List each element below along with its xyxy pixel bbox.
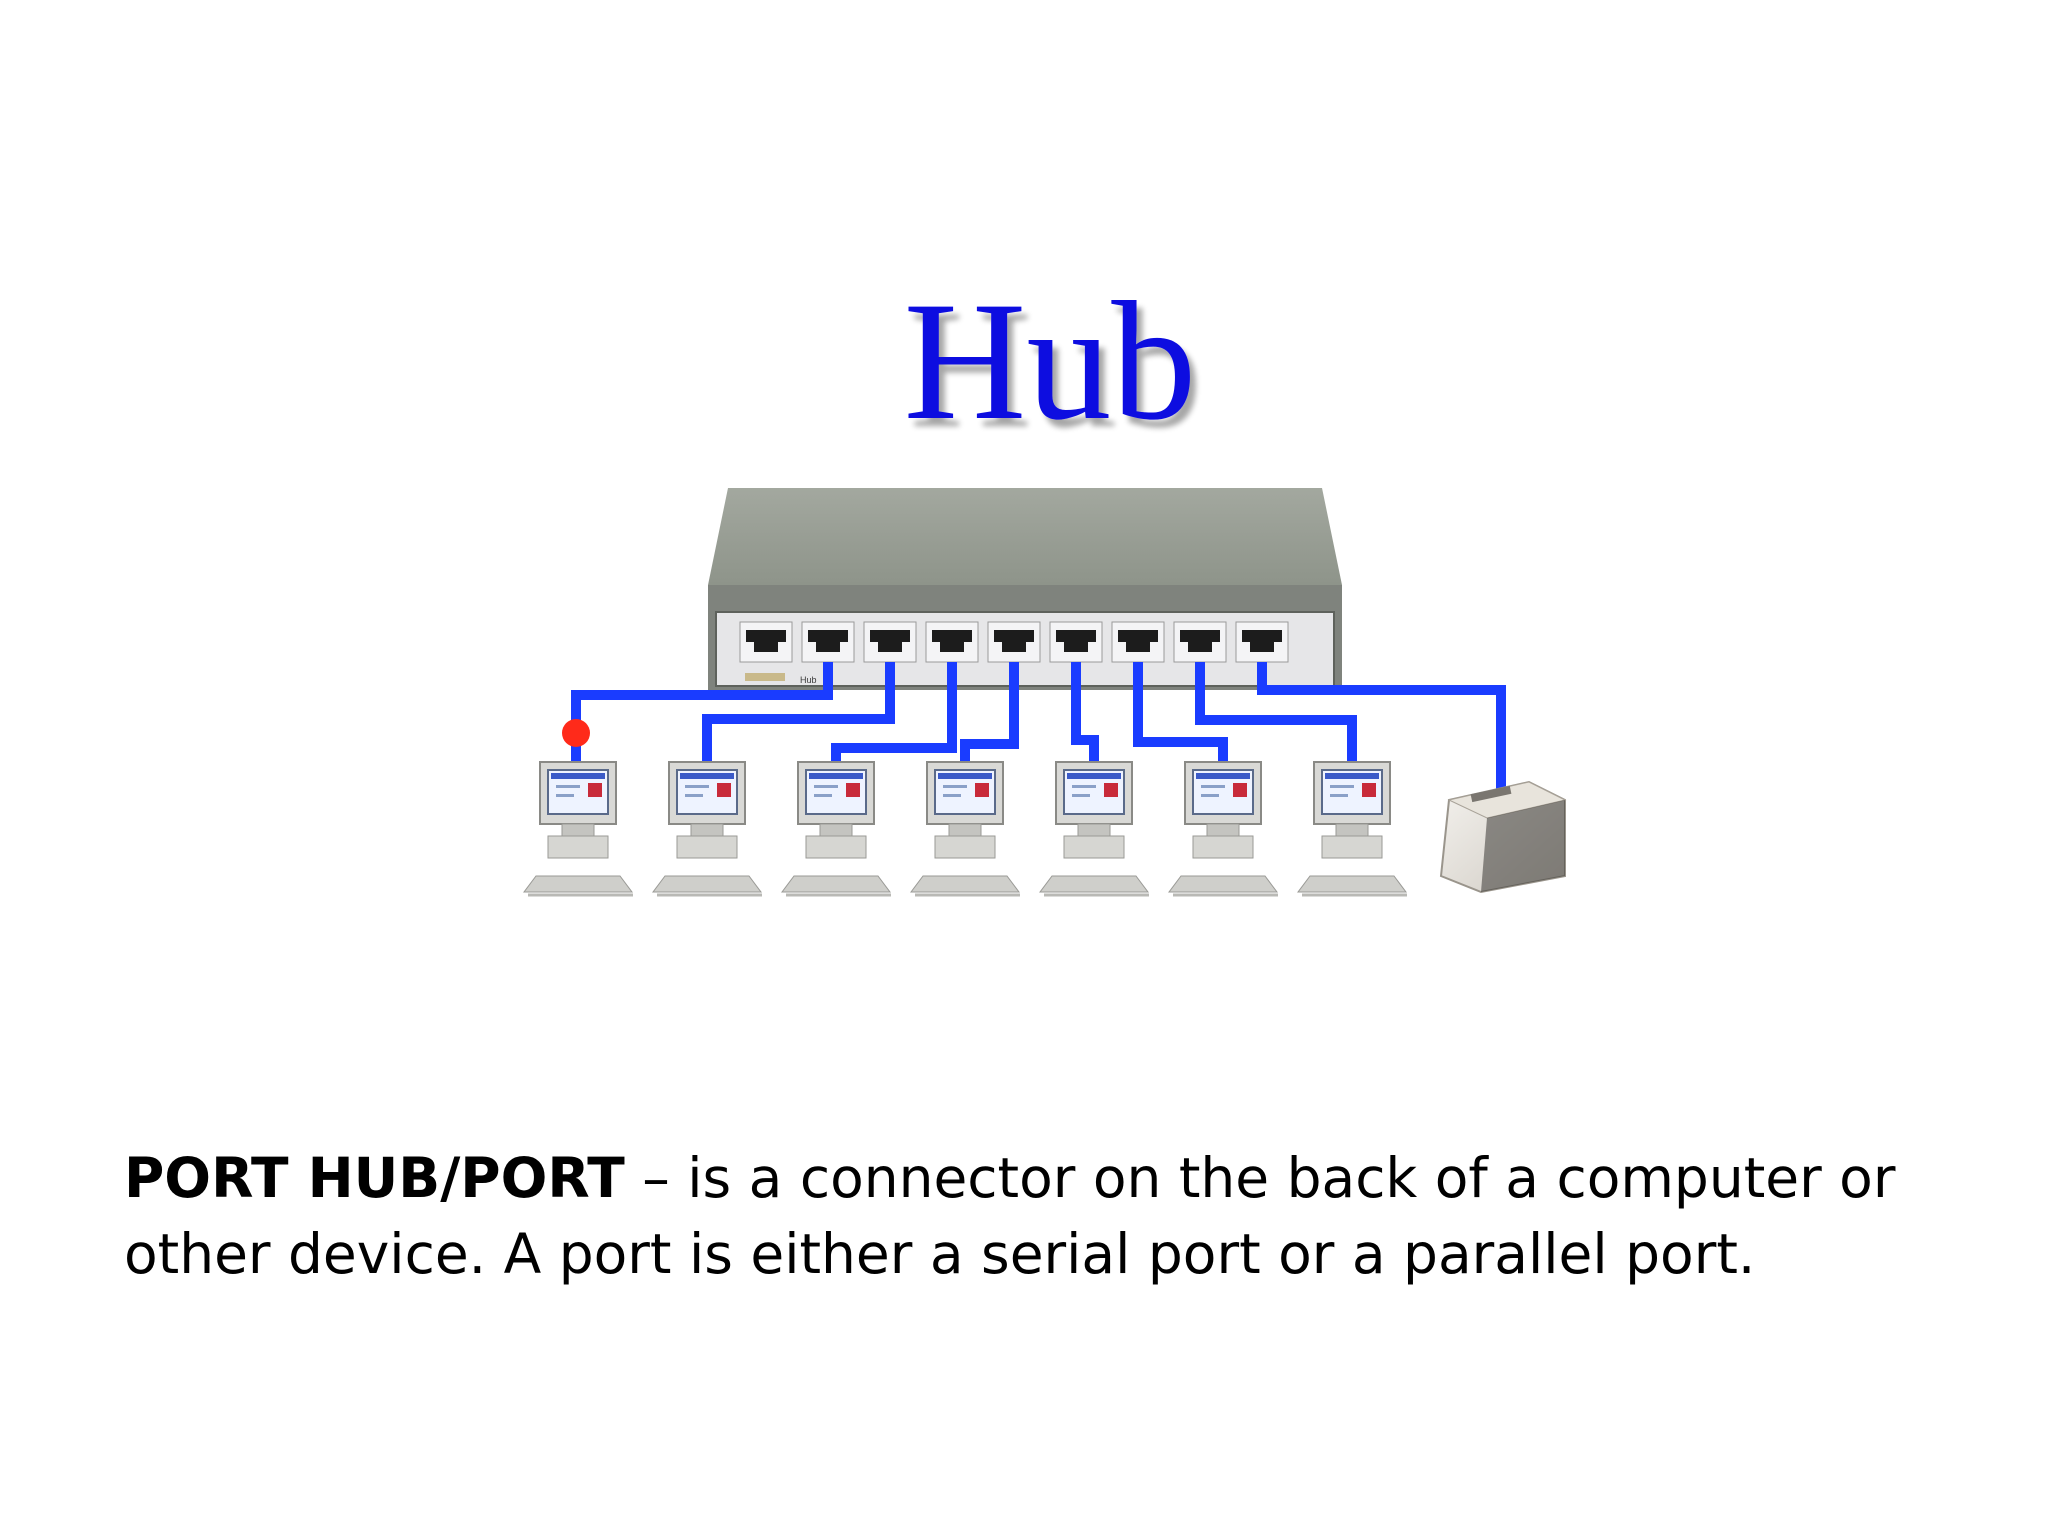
computer-icon <box>1297 761 1407 897</box>
cable-line <box>960 662 1019 762</box>
hub-port <box>801 621 855 663</box>
device-row <box>523 761 1567 897</box>
caption: PORT HUB/PORT – is a connector on the ba… <box>124 1140 1944 1292</box>
cable-group <box>571 662 1506 790</box>
cable-line <box>1195 662 1357 762</box>
computer-icon <box>523 761 633 897</box>
caption-definition: – is a connector on the back of a comput… <box>124 1146 1896 1286</box>
cable-line <box>1071 662 1099 762</box>
hub-port <box>925 621 979 663</box>
hub-label-plate <box>745 673 785 681</box>
computer-icon <box>1168 761 1278 897</box>
caption-term: PORT HUB/PORT <box>124 1146 625 1210</box>
signal-indicator-dot <box>562 719 590 747</box>
hub-port <box>987 621 1041 663</box>
cable-line <box>1257 662 1506 790</box>
cable-line <box>1133 662 1228 762</box>
diagram-title: Hub <box>904 267 1197 455</box>
computer-icon <box>1039 761 1149 897</box>
hub-top-face <box>708 488 1342 585</box>
cable-line <box>702 662 895 762</box>
printer-icon <box>1439 780 1567 894</box>
hub-port <box>863 621 917 663</box>
computer-icon <box>781 761 891 897</box>
computer-icon <box>652 761 762 897</box>
hub-port <box>1173 621 1227 663</box>
hub-port <box>1235 621 1289 663</box>
hub-device: Hub <box>708 488 1342 690</box>
hub-port-row <box>739 621 1289 663</box>
hub-port <box>1049 621 1103 663</box>
hub-brand-label: Hub <box>800 675 817 685</box>
hub-port <box>739 621 793 663</box>
computer-icon <box>910 761 1020 897</box>
cable-line <box>831 662 957 762</box>
hub-port <box>1111 621 1165 663</box>
